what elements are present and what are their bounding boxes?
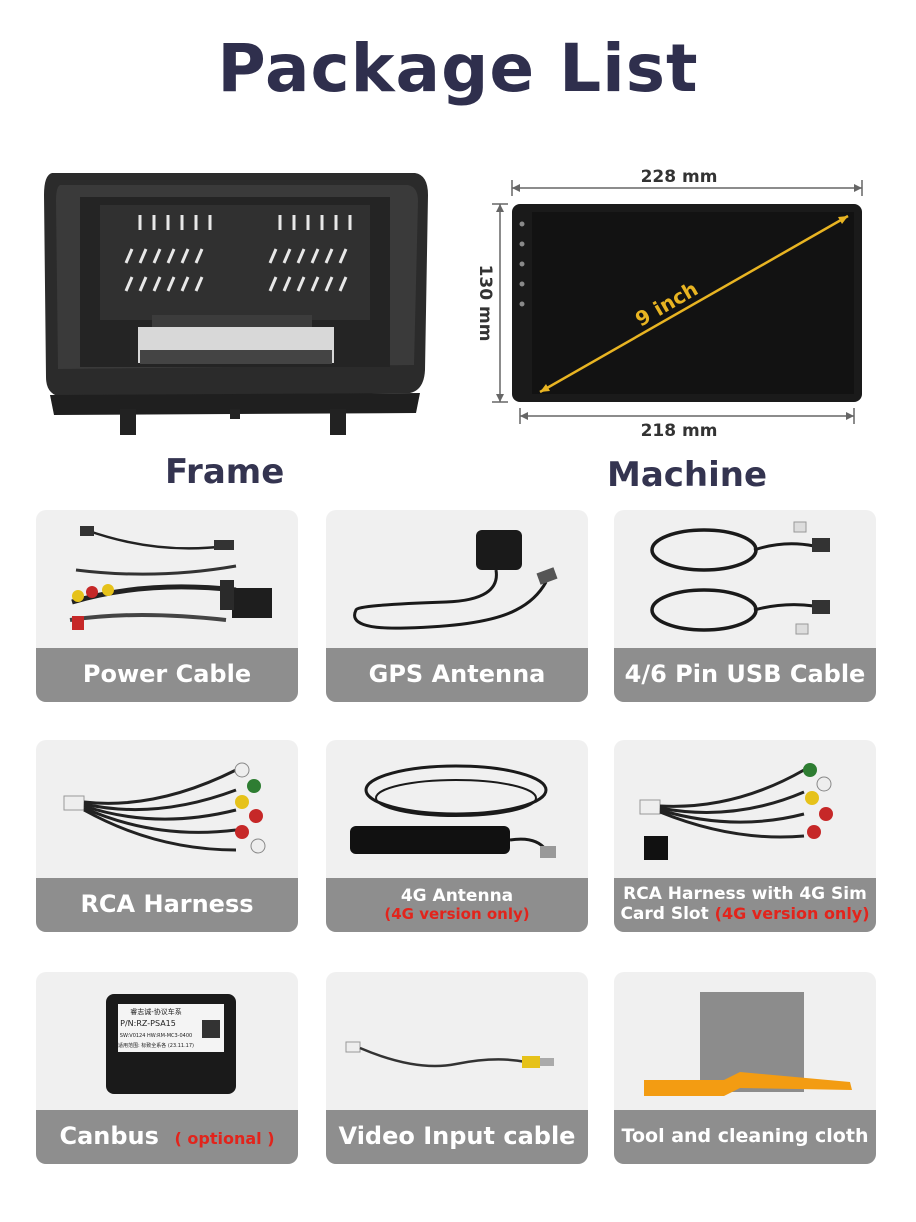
item-label-line2: Card Slot	[620, 904, 709, 924]
item-note: (4G version only)	[714, 904, 870, 923]
power-cable-image	[69, 526, 272, 630]
item-label-band: GPS Antenna	[326, 648, 588, 702]
item-card-video-input: Video Input cable	[326, 972, 588, 1164]
item-card-gps-antenna: GPS Antenna	[326, 510, 588, 702]
item-label: Power Cable	[82, 660, 252, 689]
dim-width-top: 228 mm	[641, 167, 718, 187]
item-card-power-cable: Power Cable	[36, 510, 298, 702]
item-card-canbus: 睿志诚-协议车系 P/N:RZ-PSA15 SW:V0124 HW:RM-MC3…	[36, 972, 298, 1164]
item-note: ( optional )	[174, 1129, 275, 1149]
4g-antenna-image	[350, 764, 556, 858]
canbus-label-line4: 适用范围: 标致全系各 (23.11.17)	[118, 1042, 194, 1049]
tool-cloth-image	[644, 992, 852, 1096]
machine-diagram: 228 mm 130 mm 218 mm 9 inch	[470, 160, 870, 450]
gps-antenna-image	[353, 530, 558, 630]
item-label-band: RCA Harness with 4G Sim Card Slot (4G ve…	[614, 878, 876, 932]
item-card-usb-cable: 4/6 Pin USB Cable	[614, 510, 876, 702]
item-card-rca-harness: RCA Harness	[36, 740, 298, 932]
item-label: Tool and cleaning cloth	[621, 1125, 869, 1148]
item-card-tool-cloth: Tool and cleaning cloth	[614, 972, 876, 1164]
canbus-label-line2: P/N:RZ-PSA15	[120, 1019, 176, 1028]
machine-label: Machine	[607, 455, 768, 495]
rca-harness-image	[63, 762, 266, 854]
item-label: 4G Antenna	[400, 885, 514, 906]
item-label: GPS Antenna	[368, 660, 546, 689]
frame-label: Frame	[165, 452, 285, 492]
dim-height: 130 mm	[475, 265, 495, 342]
item-label-band: Power Cable	[36, 648, 298, 702]
item-note: (4G version only)	[384, 905, 530, 924]
item-label: RCA Harness	[80, 890, 254, 919]
canbus-label-line1: 睿志诚-协议车系	[130, 1007, 182, 1016]
dim-width-bottom: 218 mm	[641, 421, 718, 441]
item-card-rca-harness-4g: RCA Harness with 4G Sim Card Slot (4G ve…	[614, 740, 876, 932]
item-label: Video Input cable	[338, 1122, 576, 1151]
item-card-4g-antenna: 4G Antenna (4G version only)	[326, 740, 588, 932]
item-label-band: Canbus ( optional )	[36, 1110, 298, 1164]
item-label-band: Tool and cleaning cloth	[614, 1110, 876, 1164]
item-label-line1: RCA Harness with 4G Sim	[623, 884, 867, 905]
item-label: Canbus	[59, 1122, 159, 1151]
item-label-band: 4G Antenna (4G version only)	[326, 878, 588, 932]
canbus-image: 睿志诚-协议车系 P/N:RZ-PSA15 SW:V0124 HW:RM-MC3…	[106, 994, 236, 1094]
video-input-cable-image	[345, 1041, 554, 1068]
rca-harness-4g-image	[639, 763, 833, 860]
frame-image	[40, 165, 430, 445]
item-label-band: 4/6 Pin USB Cable	[614, 648, 876, 702]
usb-cable-image	[650, 521, 830, 635]
item-label-band: Video Input cable	[326, 1110, 588, 1164]
item-label-band: RCA Harness	[36, 878, 298, 932]
page-title: Package List	[217, 30, 699, 107]
item-label: 4/6 Pin USB Cable	[624, 660, 866, 689]
canbus-label-line3: SW:V0124 HW:RM-MC3-0400	[120, 1033, 192, 1039]
